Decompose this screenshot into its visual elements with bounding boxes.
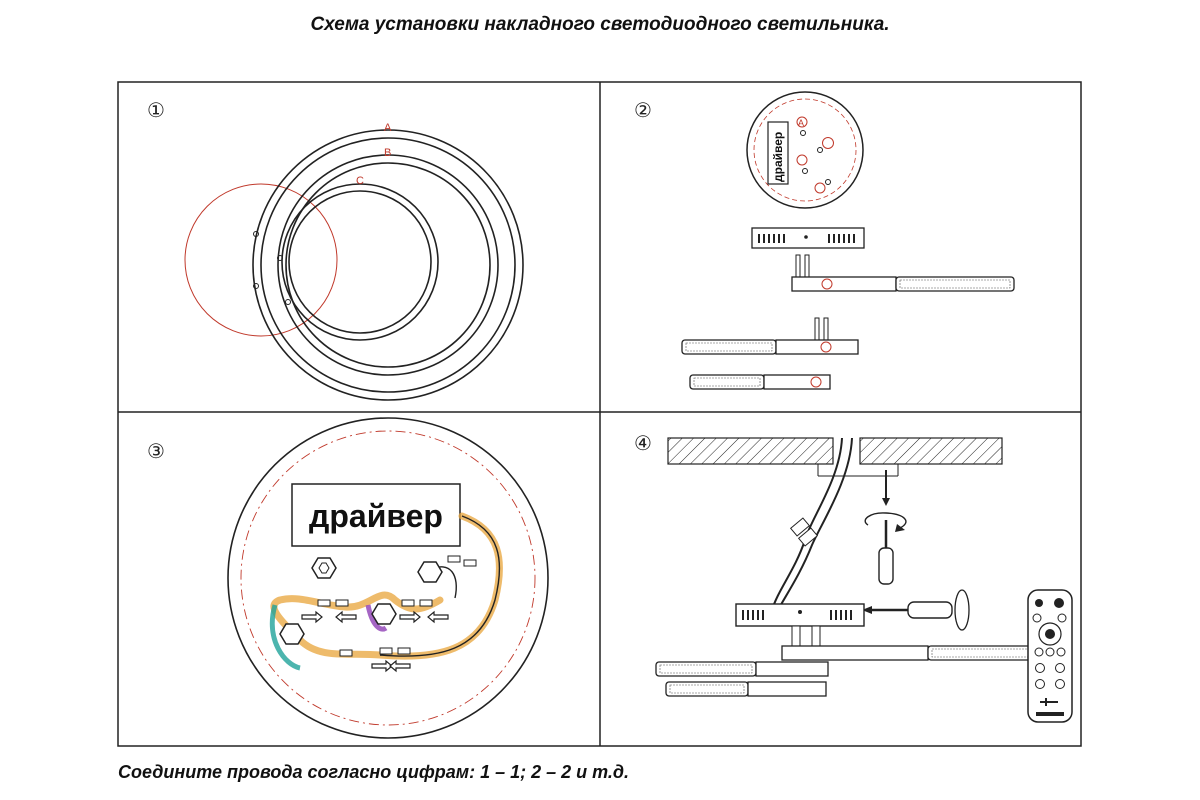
driver-box [291, 483, 461, 547]
panel-1: ① A B C [147, 100, 524, 401]
mount-point-b [822, 137, 834, 149]
hex-nut [371, 603, 397, 625]
footer-instruction: Соедините провода согласно цифрам: 1 – 1… [118, 762, 630, 782]
driver-label-small: драйвер [771, 132, 785, 182]
step-number-2: ② [634, 100, 652, 122]
rotation-arrow [864, 512, 907, 529]
ring-a-outer [252, 129, 524, 401]
mount-point-a-2 [796, 154, 808, 166]
ring-a-side [791, 276, 897, 292]
mount-point-c [814, 182, 826, 194]
mount-point-a [796, 116, 808, 128]
ring-b-inner [285, 162, 491, 368]
diagram-title: Схема установки накладного светодиодного… [310, 14, 890, 35]
base-plate-dashed-edge-3 [240, 430, 536, 726]
remote-dial [1038, 622, 1062, 646]
ring-label-c: C [356, 175, 364, 187]
ring-b-outer [277, 154, 499, 376]
base-plate-top-view [746, 91, 864, 209]
panel-3: ③ драйвер [147, 417, 549, 739]
ring-c-inner [288, 190, 432, 334]
base-plate-installed [735, 603, 865, 627]
panel-4: ④ [634, 433, 1073, 723]
ring-b-side [775, 339, 859, 355]
ring-c-side [763, 374, 831, 390]
screwdriver-horizontal [907, 601, 953, 619]
driver-label: драйвер [309, 498, 443, 534]
mount-label-a: A [798, 118, 804, 128]
panel-2: ② драйвер A [634, 91, 1015, 390]
screw-hole [802, 168, 808, 174]
step-number-1: ① [147, 100, 165, 122]
base-plate-inside [227, 417, 549, 739]
ring-a-installed [781, 645, 929, 661]
ceiling-left [667, 437, 834, 465]
hole [253, 231, 259, 237]
driver-box-small [767, 121, 789, 185]
ring-a-inner [260, 137, 516, 393]
mounting-circle [184, 183, 338, 337]
ring-label-a: A [384, 122, 392, 134]
remote-power-button [1035, 599, 1043, 607]
ring-label-b: B [384, 147, 391, 159]
ceiling-right [859, 437, 1003, 465]
ring-c-outer [281, 183, 439, 341]
screw-hole [817, 147, 823, 153]
hole [277, 255, 283, 261]
ring-c-installed [665, 681, 749, 697]
wire-connector [797, 527, 819, 547]
ring-a-led-strip [895, 276, 1015, 292]
wire-connector [789, 517, 811, 537]
base-plate-dashed-edge [753, 98, 857, 202]
rotation-arrow-2 [954, 589, 970, 631]
ring-b-led-strip [681, 339, 777, 355]
hole [253, 283, 259, 289]
ring-c-led-strip [689, 374, 765, 390]
screw-hole [800, 130, 806, 136]
hex-nut [417, 561, 443, 583]
screw-hole [825, 179, 831, 185]
hex-nut [311, 557, 337, 579]
step-number-4: ④ [634, 433, 652, 455]
screwdriver-vertical [878, 547, 894, 585]
hex-nut [279, 623, 305, 645]
hole [285, 299, 291, 305]
step-number-3: ③ [147, 441, 165, 463]
ring-b-installed [655, 661, 757, 677]
